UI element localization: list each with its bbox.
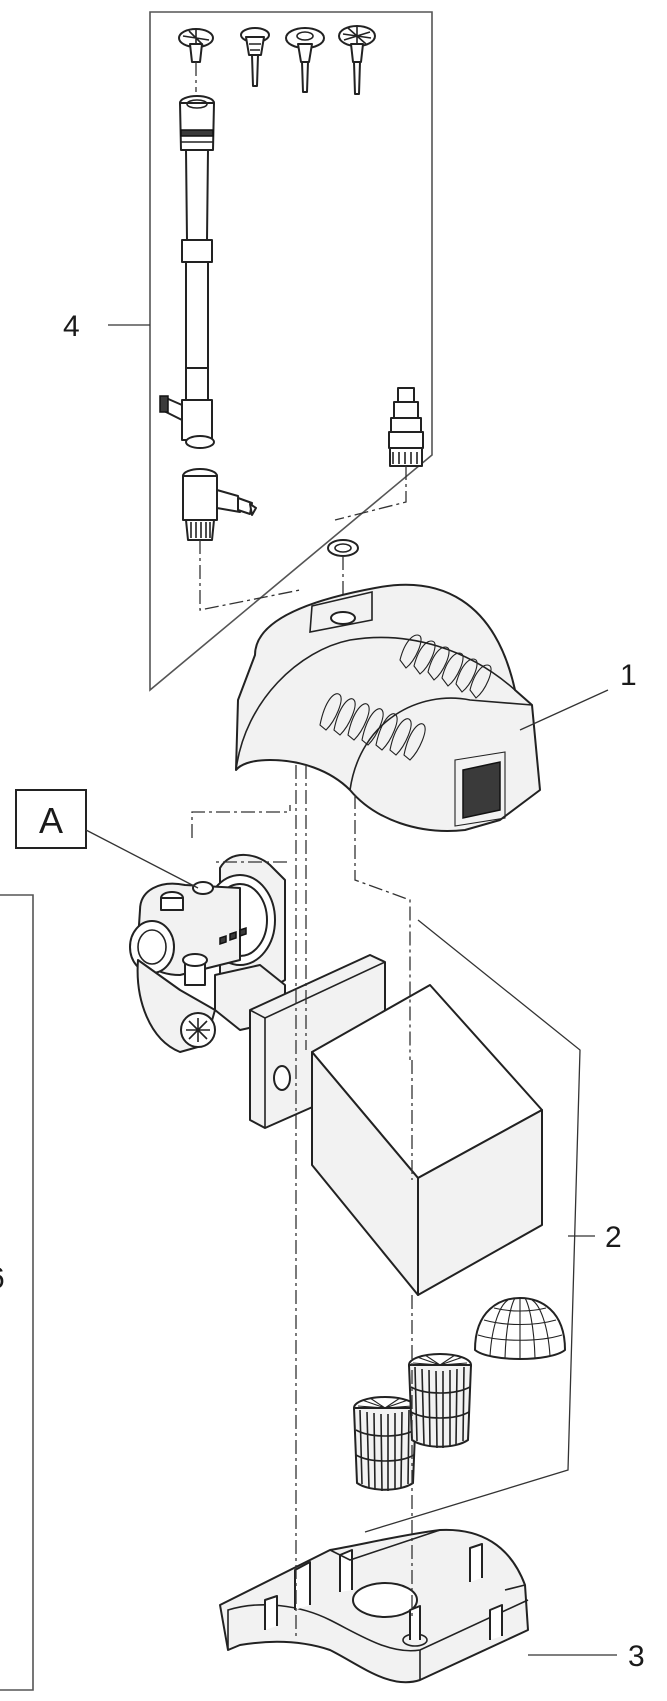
- nozzle-head-2: [240, 27, 270, 87]
- filter-basket-3-dome: [474, 1297, 566, 1360]
- callout-4: 4: [63, 310, 80, 343]
- group-2-bracket: [364, 919, 581, 1533]
- part-1-housing-cover: [235, 583, 541, 832]
- callout-2: 2: [605, 1221, 622, 1254]
- cover-vent-slots: [319, 634, 492, 761]
- part-a-pump-unit: [129, 853, 286, 1053]
- part-3-base-tray: [219, 1528, 529, 1684]
- part-2-foam-block: [311, 984, 543, 1296]
- nozzle-head-1: [178, 28, 214, 92]
- regulator-valve: [182, 468, 257, 541]
- leader-1: [519, 689, 609, 731]
- callout-1: 1: [620, 659, 637, 692]
- nozzle-head-4: [338, 25, 376, 95]
- telescopic-riser: [159, 95, 215, 449]
- leader-a: [85, 829, 199, 889]
- nozzle-head-3: [285, 27, 325, 93]
- left-partial-frame: [0, 894, 34, 1691]
- axis-line-a: [191, 805, 291, 863]
- filter-basket-2: [408, 1353, 472, 1449]
- valve-axis-line: [199, 540, 301, 611]
- label-a-text: A: [39, 800, 63, 841]
- hose-adapter: [334, 387, 424, 521]
- label-a-box: A: [15, 789, 87, 849]
- edge-glyph: 6: [0, 1262, 5, 1295]
- filter-basket-1: [353, 1396, 417, 1492]
- callout-3: 3: [628, 1640, 645, 1673]
- group-4-frame: [149, 11, 433, 692]
